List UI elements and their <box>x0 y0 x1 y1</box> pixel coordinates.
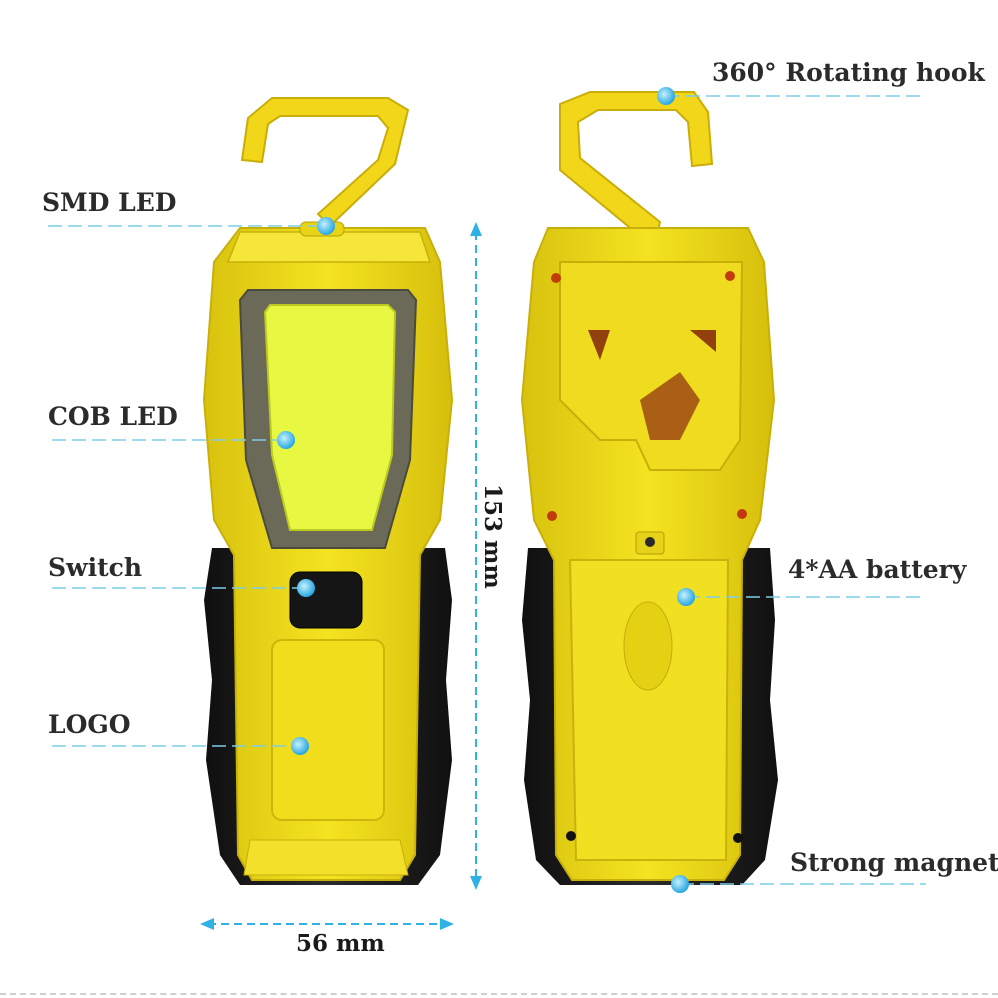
callout-lines <box>48 95 926 885</box>
dimension-width: 56 mm <box>296 930 385 957</box>
callout-dot-magnet <box>671 875 689 893</box>
label-logo: LOGO <box>48 710 131 739</box>
bottom-border <box>0 993 998 995</box>
cob-led-panel <box>263 304 397 531</box>
label-switch: Switch <box>48 553 143 582</box>
callout-dot-switch <box>297 579 315 597</box>
callout-dot-smd <box>317 217 335 235</box>
callout-dot-cob <box>277 431 295 449</box>
battery-grip-texture <box>623 601 673 691</box>
callout-dots <box>277 87 695 893</box>
dimension-height: 153 mm <box>479 484 506 589</box>
front-hook <box>240 97 410 228</box>
dimension-arrows <box>208 232 477 925</box>
label-magnet: Strong magnet <box>790 848 998 877</box>
back-work-light <box>520 91 778 885</box>
logo-plate <box>271 639 385 821</box>
callout-dot-logo <box>291 737 309 755</box>
width-arrow-right <box>440 918 454 930</box>
switch-button <box>289 571 363 629</box>
battery-cover <box>568 559 730 861</box>
callout-dot-battery <box>677 588 695 606</box>
hook-mount-plate <box>559 261 744 471</box>
height-arrow-top <box>470 222 482 236</box>
label-rotating-hook: 360° Rotating hook <box>712 58 985 87</box>
label-battery: 4*AA battery <box>788 555 967 584</box>
label-smd-led: SMD LED <box>42 188 177 217</box>
width-arrow-left <box>200 918 214 930</box>
callout-dot-hook <box>657 87 675 105</box>
height-arrow-bottom <box>470 876 482 890</box>
label-cob-led: COB LED <box>48 402 178 431</box>
front-work-light <box>202 97 454 885</box>
